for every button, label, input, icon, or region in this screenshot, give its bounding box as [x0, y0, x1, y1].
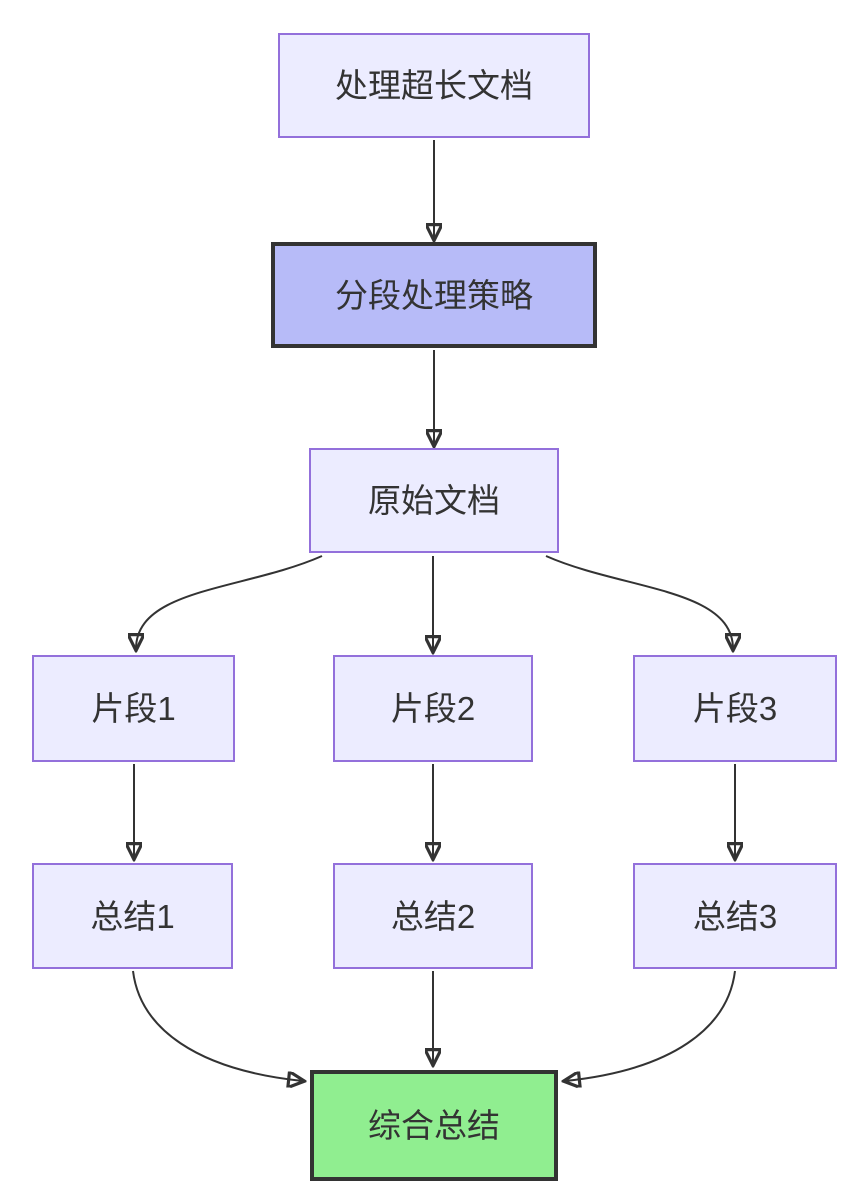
node-label: 综合总结 — [368, 1107, 500, 1144]
node-summary1: 总结1 — [32, 863, 233, 969]
node-fragment3: 片段3 — [633, 655, 837, 762]
node-summary2: 总结2 — [333, 863, 533, 969]
node-label: 总结2 — [390, 897, 476, 935]
node-label: 处理超长文档 — [335, 67, 533, 104]
node-fragment2: 片段2 — [333, 655, 533, 762]
edge-summary1-final — [132, 970, 303, 1081]
node-fragment1: 片段1 — [32, 655, 235, 762]
node-label: 原始文档 — [368, 482, 500, 519]
node-label: 片段1 — [91, 690, 176, 727]
edge-source-fragment3 — [545, 555, 733, 649]
node-label: 片段3 — [692, 690, 778, 727]
edge-summary3-final — [565, 970, 736, 1081]
node-source: 原始文档 — [309, 448, 559, 553]
node-label: 分段处理策略 — [335, 276, 533, 314]
node-label: 片段2 — [390, 690, 476, 727]
node-strategy: 分段处理策略 — [271, 242, 597, 348]
node-final: 综合总结 — [310, 1070, 558, 1181]
node-summary3: 总结3 — [633, 863, 837, 969]
node-process: 处理超长文档 — [278, 33, 590, 138]
node-label: 总结1 — [90, 897, 175, 935]
node-label: 总结3 — [692, 897, 778, 935]
edge-source-fragment1 — [136, 555, 323, 649]
